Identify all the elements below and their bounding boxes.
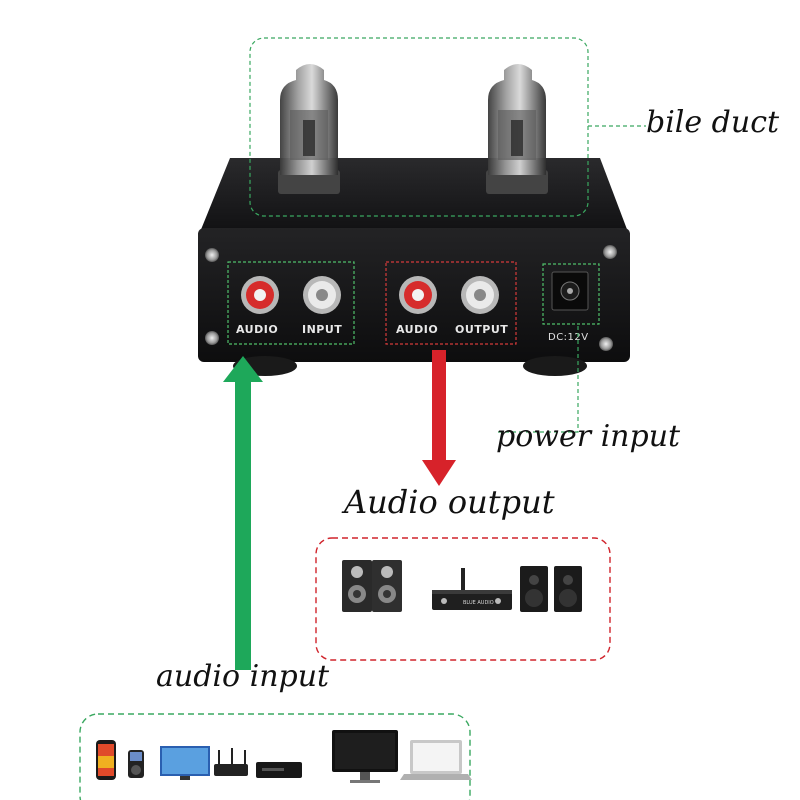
amplifier-icon: BLUE AUDIO: [432, 568, 512, 610]
output-signal-arrow: [422, 350, 456, 486]
output-devices-frame: [315, 537, 611, 661]
input-jack-group: [227, 261, 355, 345]
source-devices-frame: [79, 713, 471, 800]
rca-output-right-jack[interactable]: [461, 276, 499, 314]
output-output-label: OUTPUT: [455, 323, 508, 336]
audio-output-label: Audio output: [344, 483, 555, 521]
vacuum-tube-right: [486, 64, 548, 194]
mp3-player-icon: [128, 750, 144, 778]
television-icon: [160, 746, 210, 780]
dc-voltage-label: DC:12V: [548, 332, 589, 343]
vacuum-tube-left: [278, 64, 340, 194]
svg-text:BLUE AUDIO: BLUE AUDIO: [463, 600, 494, 606]
output-jack-group: [385, 261, 517, 345]
power-callout-leader: [496, 326, 579, 433]
rca-output-left-jack[interactable]: [399, 276, 437, 314]
amplifier-unit: AUDIO INPUT AUDIO OUTPUT DC:12V: [198, 64, 630, 376]
smartphone-icon: [96, 740, 116, 780]
input-audio-label: AUDIO: [236, 323, 278, 336]
screw-icon: [205, 331, 219, 345]
chassis-top-plate: [200, 158, 628, 232]
bile-duct-label: bile duct: [646, 105, 780, 140]
monitor-speakers-icon: [520, 566, 582, 612]
tube-callout-frame: [249, 37, 589, 217]
computer-monitor-icon: [332, 730, 398, 783]
screw-icon: [603, 245, 617, 259]
router-icon: [214, 748, 248, 776]
output-audio-label: AUDIO: [396, 323, 438, 336]
dc-jack-group: [542, 263, 600, 325]
rca-input-left-jack[interactable]: [241, 276, 279, 314]
screw-icon: [599, 337, 613, 351]
media-player-icon: [256, 762, 302, 778]
input-input-label: INPUT: [302, 323, 342, 336]
dc-power-jack[interactable]: [551, 271, 589, 311]
chassis-foot-right: [523, 356, 587, 376]
power-input-label: power input: [496, 419, 681, 454]
audio-input-label: audio input: [156, 659, 330, 694]
screw-icon: [205, 248, 219, 262]
bookshelf-speakers-icon: [342, 560, 402, 612]
input-signal-arrow: [223, 356, 263, 670]
rca-input-right-jack[interactable]: [303, 276, 341, 314]
laptop-icon: [400, 740, 472, 780]
